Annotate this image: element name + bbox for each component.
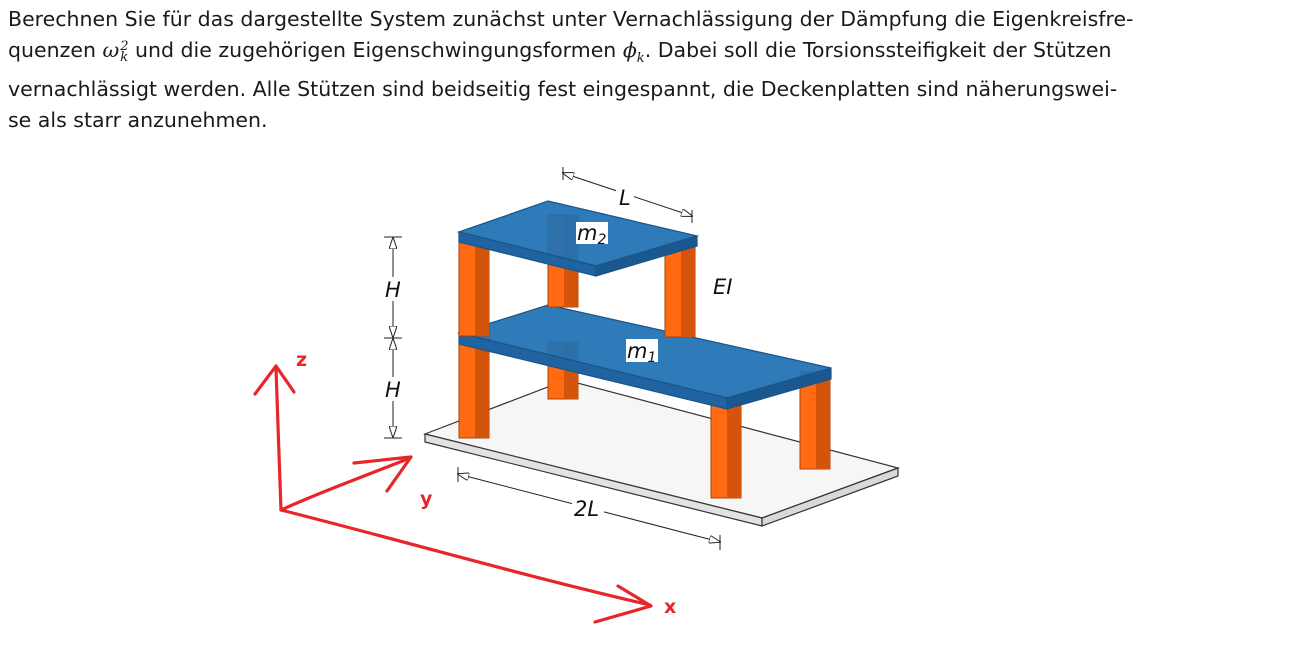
axis-y-label: y	[420, 488, 433, 510]
svg-text:m1: m1	[627, 339, 656, 366]
problem-line-4: se als starr anzunehmen.	[8, 108, 268, 133]
label-stiffness: EI	[713, 275, 732, 299]
axis-y-line	[279, 456, 412, 512]
label-height-upper: H	[385, 278, 401, 302]
problem-statement: Berechnen Sie für das dargestellte Syste…	[8, 4, 1278, 136]
axis-z-arrowhead	[253, 364, 296, 396]
axis-x-arrowhead	[593, 584, 653, 624]
problem-line-3: vernachlässigt werden. Alle Stützen sind…	[8, 77, 1118, 102]
problem-line-1: Berechnen Sie für das dargestellte Syste…	[8, 7, 1134, 31]
phi-subscript: k	[636, 51, 645, 67]
label-mass-upper-sub: 2	[597, 232, 606, 248]
axis-y-arrowhead	[352, 455, 413, 493]
column-back-right-upper	[664, 242, 696, 338]
label-bottom-length: 2L	[574, 497, 599, 521]
axis-annotations	[253, 364, 653, 624]
column-front-left-lower	[458, 337, 490, 439]
column-front-left-upper	[458, 239, 490, 337]
label-top-length: L	[619, 186, 631, 210]
phi-symbol: ϕk	[622, 38, 645, 66]
label-mass-upper: m2	[576, 221, 608, 248]
column-front-right-lower	[710, 401, 742, 499]
omega-letter: ω	[102, 38, 120, 62]
label-mass-upper-letter: m	[577, 221, 597, 245]
label-height-lower: H	[385, 378, 401, 402]
problem-line-2-b: und die zugehörigen Eigenschwingungsform…	[128, 38, 623, 62]
omega-superscript: 2	[120, 38, 129, 54]
axis-x-label: x	[664, 596, 676, 618]
problem-line-2-a: quenzen	[8, 38, 103, 62]
axis-z-label: z	[296, 349, 307, 371]
problem-line-2-c: . Dabei soll die Torsionssteifigkeit der…	[644, 38, 1112, 62]
dimension-bottom-length: 2L	[458, 467, 720, 550]
dimension-top-length: L	[563, 167, 692, 223]
label-mass-lower: m1	[626, 339, 658, 366]
label-mass-lower-letter: m	[627, 339, 647, 363]
phi-letter: ϕ	[622, 38, 637, 62]
omega-subscript: k	[120, 49, 129, 65]
axis-z-line	[274, 366, 283, 512]
dimension-heights: H H	[384, 236, 402, 439]
svg-text:m2: m2	[577, 221, 606, 248]
column-back-right-lower	[799, 371, 831, 470]
label-mass-lower-sub: 1	[647, 350, 656, 366]
axis-x-line	[279, 508, 652, 607]
